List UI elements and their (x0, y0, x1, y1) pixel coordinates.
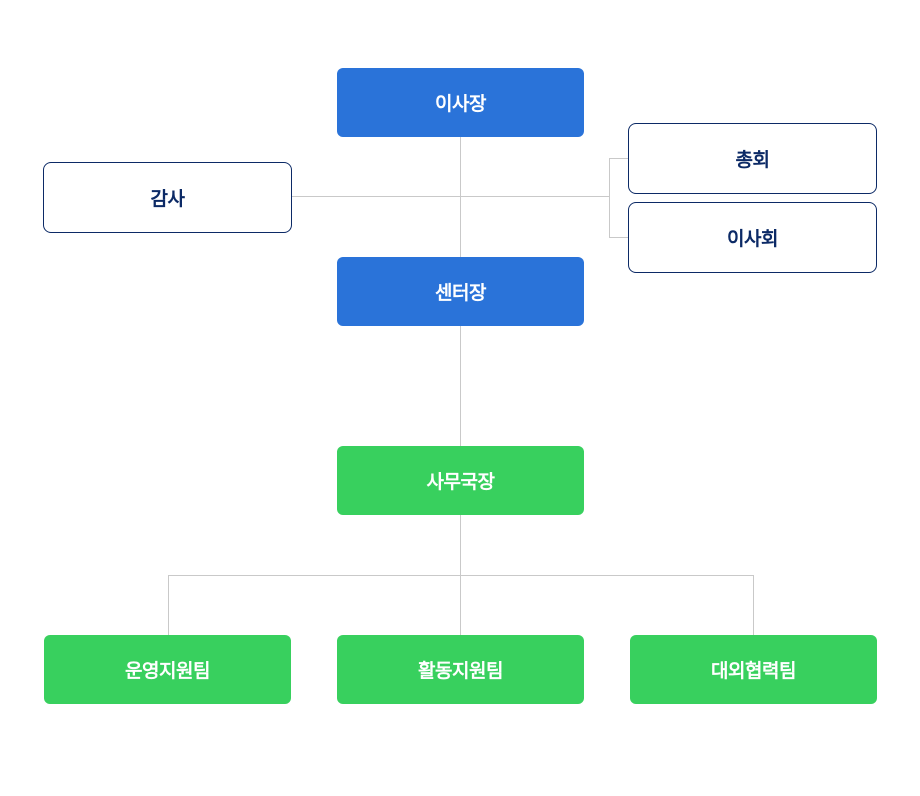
team-label: 대외협력팀 (711, 660, 796, 682)
team-node-external: 대외협력팀 (630, 635, 877, 704)
secretary-general-node: 사무국장 (337, 446, 584, 515)
director-label: 센터장 (435, 282, 486, 304)
team-label: 운영지원팀 (125, 660, 210, 682)
director-node: 센터장 (337, 257, 584, 326)
chairman-node: 이사장 (337, 68, 584, 137)
team-node-operations: 운영지원팀 (44, 635, 291, 704)
board-node: 이사회 (628, 202, 877, 273)
team-label: 활동지원팀 (418, 660, 503, 682)
general-assembly-label: 총회 (735, 149, 770, 171)
board-label: 이사회 (727, 228, 778, 250)
general-assembly-node: 총회 (628, 123, 877, 194)
team-node-activity: 활동지원팀 (337, 635, 584, 704)
audit-label: 감사 (150, 188, 185, 210)
chairman-label: 이사장 (435, 93, 486, 115)
audit-node: 감사 (43, 162, 292, 233)
secretary-general-label: 사무국장 (426, 471, 495, 493)
